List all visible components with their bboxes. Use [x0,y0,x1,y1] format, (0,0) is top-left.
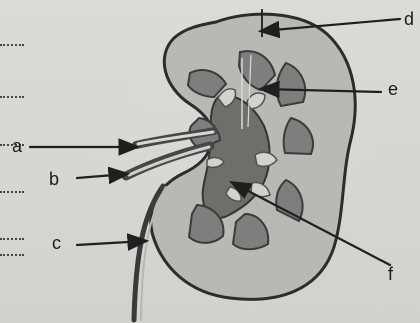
label-b: b [49,170,59,188]
label-e: e [388,80,398,98]
label-c: c [52,234,61,252]
label-d: d [404,10,414,28]
arrow-b [77,174,126,178]
label-a: a [12,137,22,155]
label-f: f [388,265,393,283]
arrow-c [77,241,145,245]
